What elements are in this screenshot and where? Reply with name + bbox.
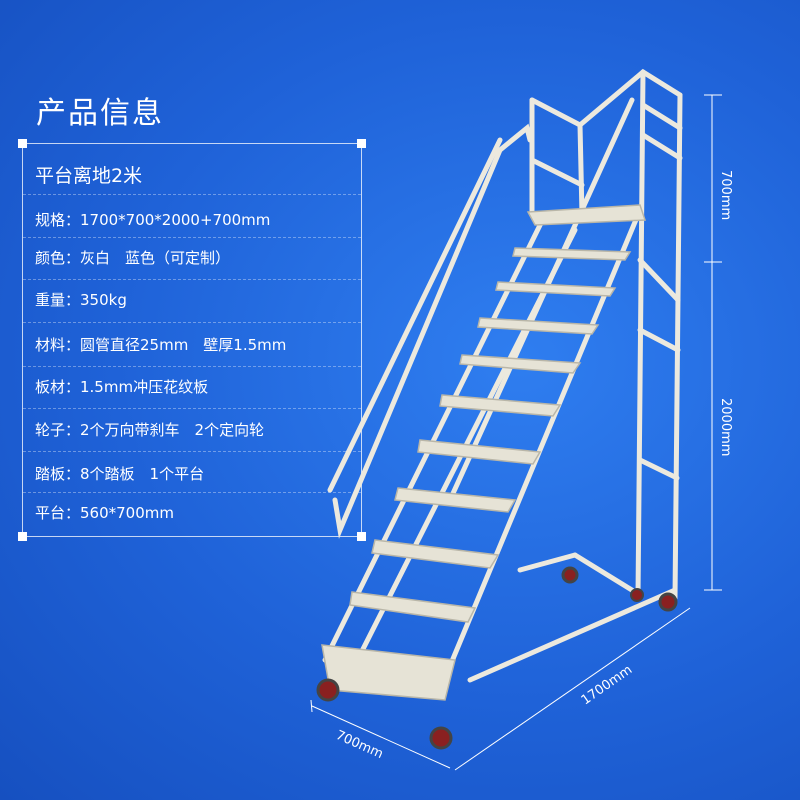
divider [23,322,361,323]
divider [23,492,361,493]
spec-weight: 重量：350kg [35,290,127,309]
spec-plate: 板材：1.5mm冲压花纹板 [35,377,209,396]
spec-wheels: 轮子：2个万向带刹车 2个定向轮 [35,420,265,439]
dim-top-height: 700mm [718,170,733,220]
spec-color: 颜色：灰白 蓝色（可定制） [35,248,231,267]
ladder-steps [321,204,647,701]
dim-main-height: 2000mm [718,398,733,456]
panel-corner [18,532,27,541]
spec-material: 材料：圆管直径25mm 壁厚1.5mm [35,335,287,354]
spec-steps: 踏板：8个踏板 1个平台 [35,464,205,483]
caster-wheels [316,566,678,750]
spec-panel: 平台离地2米 规格：1700*700*2000+700mm 颜色：灰白 蓝色（可… [18,139,366,541]
panel-corner [357,532,366,541]
divider [23,451,361,452]
dimension-lines [310,94,722,771]
page-title: 产品信息 [36,96,164,131]
divider [23,408,361,409]
panel-corner [18,139,27,148]
panel-corner [357,139,366,148]
divider [23,237,361,238]
divider [23,194,361,195]
spec-headline: 平台离地2米 [35,164,143,187]
divider [23,279,361,280]
dim-length: 1700mm [579,662,635,708]
divider [23,366,361,367]
spec-platform: 平台：560*700mm [35,503,174,522]
spec-size: 规格：1700*700*2000+700mm [35,210,271,229]
dim-width: 700mm [333,728,385,762]
